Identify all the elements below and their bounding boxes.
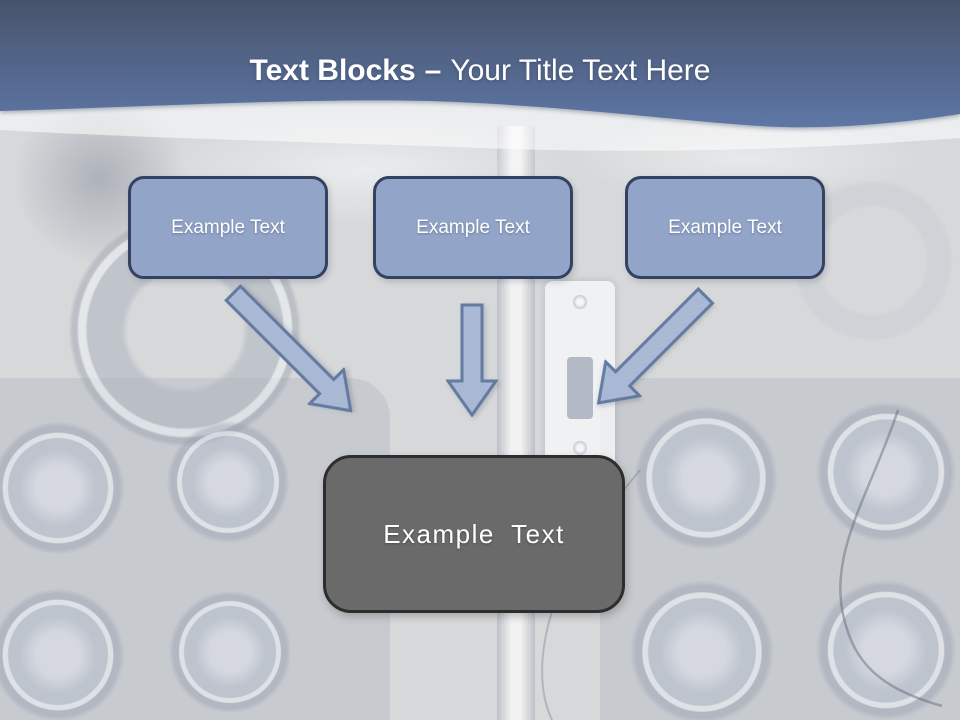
- slide-title-dash: –: [424, 54, 442, 87]
- text-block-1[interactable]: Example Text: [128, 176, 328, 279]
- speaker-circle: [624, 396, 788, 560]
- text-block-1-label: Example Text: [171, 216, 285, 238]
- header-band: [0, 0, 960, 128]
- speaker-circle: [806, 392, 960, 552]
- text-block-2[interactable]: Example Text: [373, 176, 573, 279]
- speaker-circle: [0, 579, 134, 720]
- text-block-2-label: Example Text: [416, 216, 530, 238]
- speaker-circle: [0, 412, 134, 564]
- background-panel: [600, 378, 960, 720]
- speaker-circle: [620, 570, 784, 720]
- arrow-down-icon: [446, 303, 498, 417]
- arrow-down-right-icon: [224, 284, 353, 413]
- slide-title: Text Blocks – Your Title Text Here: [0, 52, 960, 90]
- result-text-block[interactable]: Example Text: [323, 455, 625, 613]
- result-text-block-label: Example Text: [383, 518, 565, 549]
- slide-title-emphasis: Text Blocks: [249, 54, 416, 87]
- speaker-circle: [160, 582, 300, 720]
- screw-shape: [573, 295, 587, 309]
- text-block-3[interactable]: Example Text: [625, 176, 825, 279]
- screw-shape: [573, 441, 587, 455]
- speaker-circle: [806, 570, 960, 720]
- slide-title-rest: Your Title Text Here: [450, 54, 711, 87]
- arrow-down-left-icon: [596, 286, 715, 405]
- speaker-circle: [158, 412, 298, 552]
- text-block-3-label: Example Text: [668, 216, 782, 238]
